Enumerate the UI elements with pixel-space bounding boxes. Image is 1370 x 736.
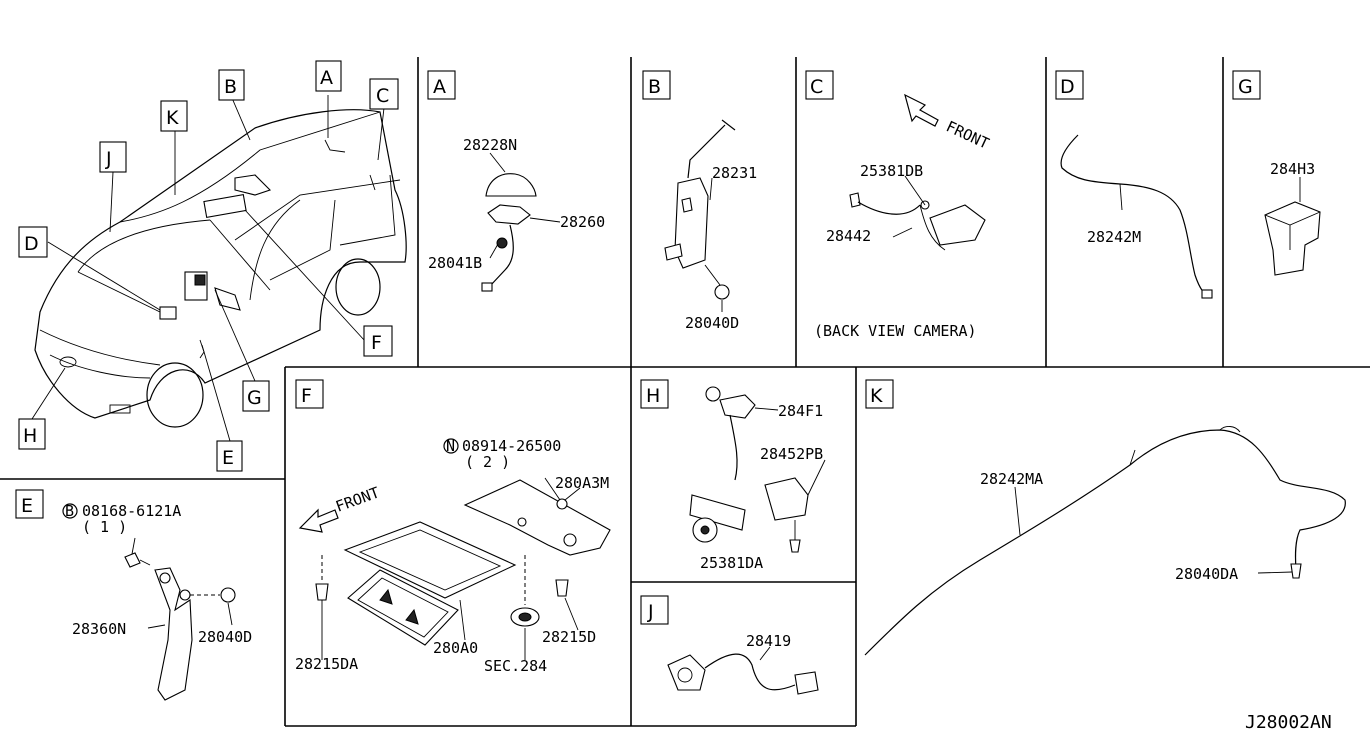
part-280a3m: 280A3M <box>555 474 609 492</box>
callout-g: G <box>242 380 270 412</box>
part-284f1: 284F1 <box>778 402 823 420</box>
panel-h-letter: H <box>646 385 660 407</box>
panel-f-nut: 08914-26500 <box>462 437 561 455</box>
panel-f-letter: F <box>301 385 312 407</box>
panel-j-letter: J <box>647 601 654 623</box>
camera-connector <box>719 394 756 419</box>
panel-grid <box>0 57 1370 727</box>
rear-wheel <box>335 258 381 316</box>
part-28040d-e: 28040D <box>198 628 252 646</box>
panel-c-front: FRONT <box>943 117 992 152</box>
monitor-frame <box>343 521 517 599</box>
antenna-base <box>487 204 531 225</box>
vehicle-overview <box>31 95 407 442</box>
harness-28242m <box>1060 134 1211 299</box>
panel-b: B 28231 28040D <box>642 70 757 332</box>
vehicle-callouts: A B C D E F G H J K <box>18 60 399 472</box>
part-sec284: SEC.284 <box>484 657 547 675</box>
part-28260: 28260 <box>560 213 605 231</box>
svg-text:J: J <box>105 148 112 170</box>
panel-d: D 28242M <box>1055 70 1213 299</box>
monitor-panel <box>347 569 459 646</box>
part-28242m: 28242M <box>1087 228 1141 246</box>
part-284h3: 284H3 <box>1270 160 1315 178</box>
panel-h: H 284F1 28452PB 25381DA <box>640 379 826 572</box>
panel-e-letter: E <box>21 495 33 517</box>
callout-e: E <box>216 440 243 472</box>
camera-bracket <box>689 494 746 531</box>
svg-text:H: H <box>23 425 37 447</box>
part-28452pb: 28452PB <box>760 445 823 463</box>
panel-e-bolt: 08168-6121A <box>82 502 181 520</box>
svg-text:K: K <box>166 107 179 129</box>
panel-b-letter: B <box>648 76 661 98</box>
panel-e: E B 08168-6121A ( 1 ) 28360N 28040D <box>15 489 252 701</box>
front-arrow <box>904 93 939 127</box>
part-28360n: 28360N <box>72 620 126 638</box>
svg-text:G: G <box>247 387 262 409</box>
part-28228n: 28228N <box>463 136 517 154</box>
panel-c-caption: (BACK VIEW CAMERA) <box>814 322 977 340</box>
svg-text:E: E <box>222 447 234 469</box>
panel-g: G 284H3 <box>1232 70 1321 276</box>
camera-28419 <box>667 654 706 691</box>
part-28215d: 28215D <box>542 628 596 646</box>
svg-text:B: B <box>224 76 237 98</box>
svg-text:F: F <box>371 332 382 354</box>
part-28231: 28231 <box>712 164 757 182</box>
part-280a0: 280A0 <box>433 639 478 657</box>
callout-h: H <box>18 418 46 450</box>
callout-f: F <box>363 325 393 357</box>
callout-k: K <box>160 100 188 132</box>
panel-k-letter: K <box>870 385 883 407</box>
panel-g-letter: G <box>1238 76 1253 98</box>
ground-strap-28360n <box>154 567 193 701</box>
panel-f: F N 08914-26500 ( 2 ) FRONT 280A3M 2 <box>295 379 611 675</box>
part-28242ma: 28242MA <box>980 470 1043 488</box>
part-25381db: 25381DB <box>860 162 923 180</box>
svg-text:D: D <box>24 233 39 255</box>
panel-f-nut-qty: ( 2 ) <box>465 453 510 471</box>
panel-k: K 28242MA 28040DA <box>864 379 1346 656</box>
panel-e-bolt-qty: ( 1 ) <box>82 518 127 536</box>
panel-a: A 28228N 28260 28041B <box>427 70 605 292</box>
panel-a-letter: A <box>433 76 446 98</box>
part-28419: 28419 <box>746 632 791 650</box>
panel-j: J 28419 <box>640 595 819 695</box>
panel-e-bolt-prefix: B <box>65 502 74 520</box>
front-wheel <box>146 362 204 428</box>
callout-j: J <box>99 141 127 173</box>
connector-284h3 <box>1264 201 1321 276</box>
panel-f-nut-prefix: N <box>446 437 455 455</box>
callout-b: B <box>218 69 245 101</box>
part-28442: 28442 <box>826 227 871 245</box>
panel-c: C FRONT 25381DB 28442 (BACK VIEW CAMERA) <box>805 70 992 340</box>
callout-a: A <box>315 60 342 92</box>
callout-c: C <box>369 78 399 110</box>
svg-text:C: C <box>376 85 389 107</box>
part-28215da: 28215DA <box>295 655 358 673</box>
part-28040da: 28040DA <box>1175 565 1238 583</box>
drawing-id: J28002AN <box>1245 712 1332 733</box>
panel-d-letter: D <box>1060 76 1075 98</box>
svg-text:A: A <box>320 67 333 89</box>
callout-d: D <box>18 226 48 258</box>
antenna-cover <box>485 173 537 197</box>
part-28040d: 28040D <box>685 314 739 332</box>
vehicle-body-outline <box>34 109 407 419</box>
panel-c-letter: C <box>810 76 823 98</box>
front-arrow-f <box>298 508 339 533</box>
harness-28242ma <box>864 429 1346 656</box>
part-25381da: 25381DA <box>700 554 763 572</box>
panel-f-front: FRONT <box>333 483 382 515</box>
part-28041b: 28041B <box>428 254 482 272</box>
